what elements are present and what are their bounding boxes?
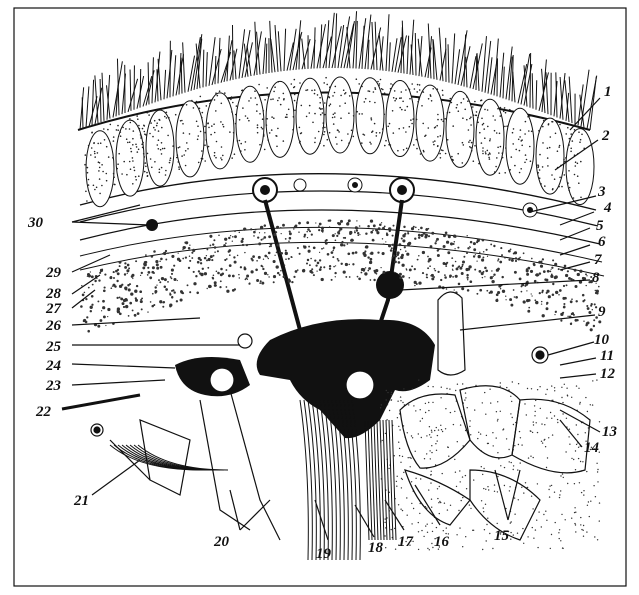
label-19: 19	[316, 546, 332, 562]
label-16: 16	[434, 534, 450, 550]
label-22: 22	[35, 404, 52, 420]
label-15: 15	[494, 528, 510, 544]
label-5: 5	[596, 218, 604, 234]
label-13: 13	[602, 424, 618, 440]
bulb-mass	[257, 319, 435, 438]
label-28: 28	[45, 286, 62, 302]
label-2: 2	[601, 128, 610, 144]
label-14: 14	[584, 440, 600, 456]
label-12: 12	[600, 366, 616, 382]
label-23: 23	[45, 378, 62, 394]
label-29: 29	[45, 265, 62, 281]
label-9: 9	[598, 304, 606, 320]
label-24: 24	[45, 358, 62, 374]
label-17: 17	[398, 534, 414, 550]
label-18: 18	[368, 540, 384, 556]
label-25: 25	[45, 339, 62, 355]
label-6: 6	[598, 234, 606, 250]
label-8: 8	[592, 270, 600, 286]
label-10: 10	[594, 332, 610, 348]
label-7: 7	[594, 252, 602, 268]
label-20: 20	[213, 534, 230, 550]
label-1: 1	[604, 84, 612, 100]
label-11: 11	[600, 348, 614, 364]
label-21: 21	[73, 493, 89, 509]
label-3: 3	[597, 184, 606, 200]
label-4: 4	[603, 200, 612, 216]
axons	[265, 200, 402, 330]
label-26: 26	[45, 318, 62, 334]
label-30: 30	[27, 215, 44, 231]
label-27: 27	[45, 301, 62, 317]
